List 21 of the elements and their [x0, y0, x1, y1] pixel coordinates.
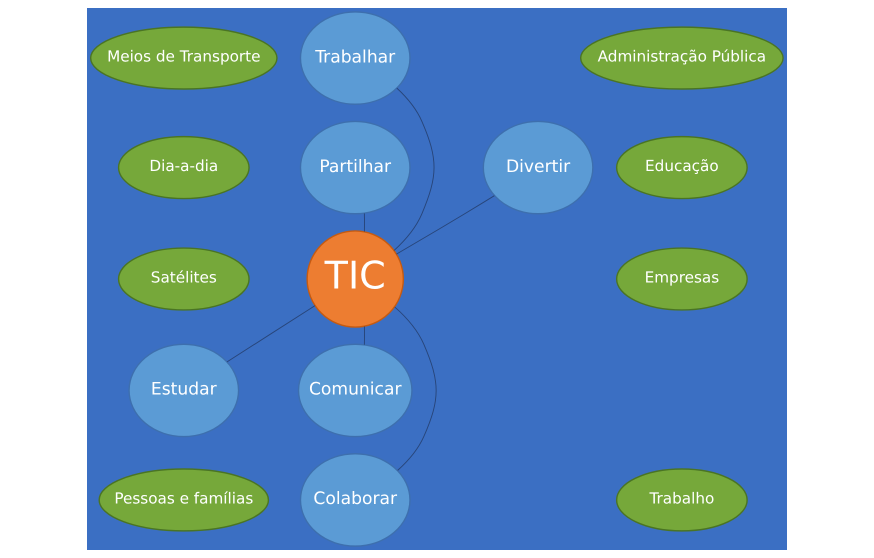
node-ellipse: Administração Pública: [580, 26, 784, 90]
node-circle: TIC: [306, 230, 404, 328]
node-ellipse: Satélites: [118, 247, 250, 311]
node-ellipse: Divertir: [482, 120, 594, 214]
node-ellipse: Trabalhar: [300, 11, 411, 105]
node-ellipse: Empresas: [616, 247, 748, 311]
connector: [226, 305, 316, 362]
connector: [394, 306, 437, 471]
node-ellipse: Colaborar: [300, 453, 411, 547]
node-ellipse: Meios de Transporte: [90, 26, 278, 90]
node-ellipse: Partilhar: [300, 120, 411, 214]
node-ellipse: Pessoas e famílias: [98, 468, 270, 532]
node-ellipse: Estudar: [128, 344, 240, 438]
node-ellipse: Dia-a-dia: [118, 136, 250, 200]
node-ellipse: Comunicar: [298, 344, 413, 438]
node-ellipse: Trabalho: [616, 468, 748, 532]
connector: [364, 212, 365, 232]
connector: [396, 195, 495, 255]
connector: [364, 326, 365, 346]
node-ellipse: Educação: [616, 136, 748, 200]
connector: [394, 88, 435, 251]
